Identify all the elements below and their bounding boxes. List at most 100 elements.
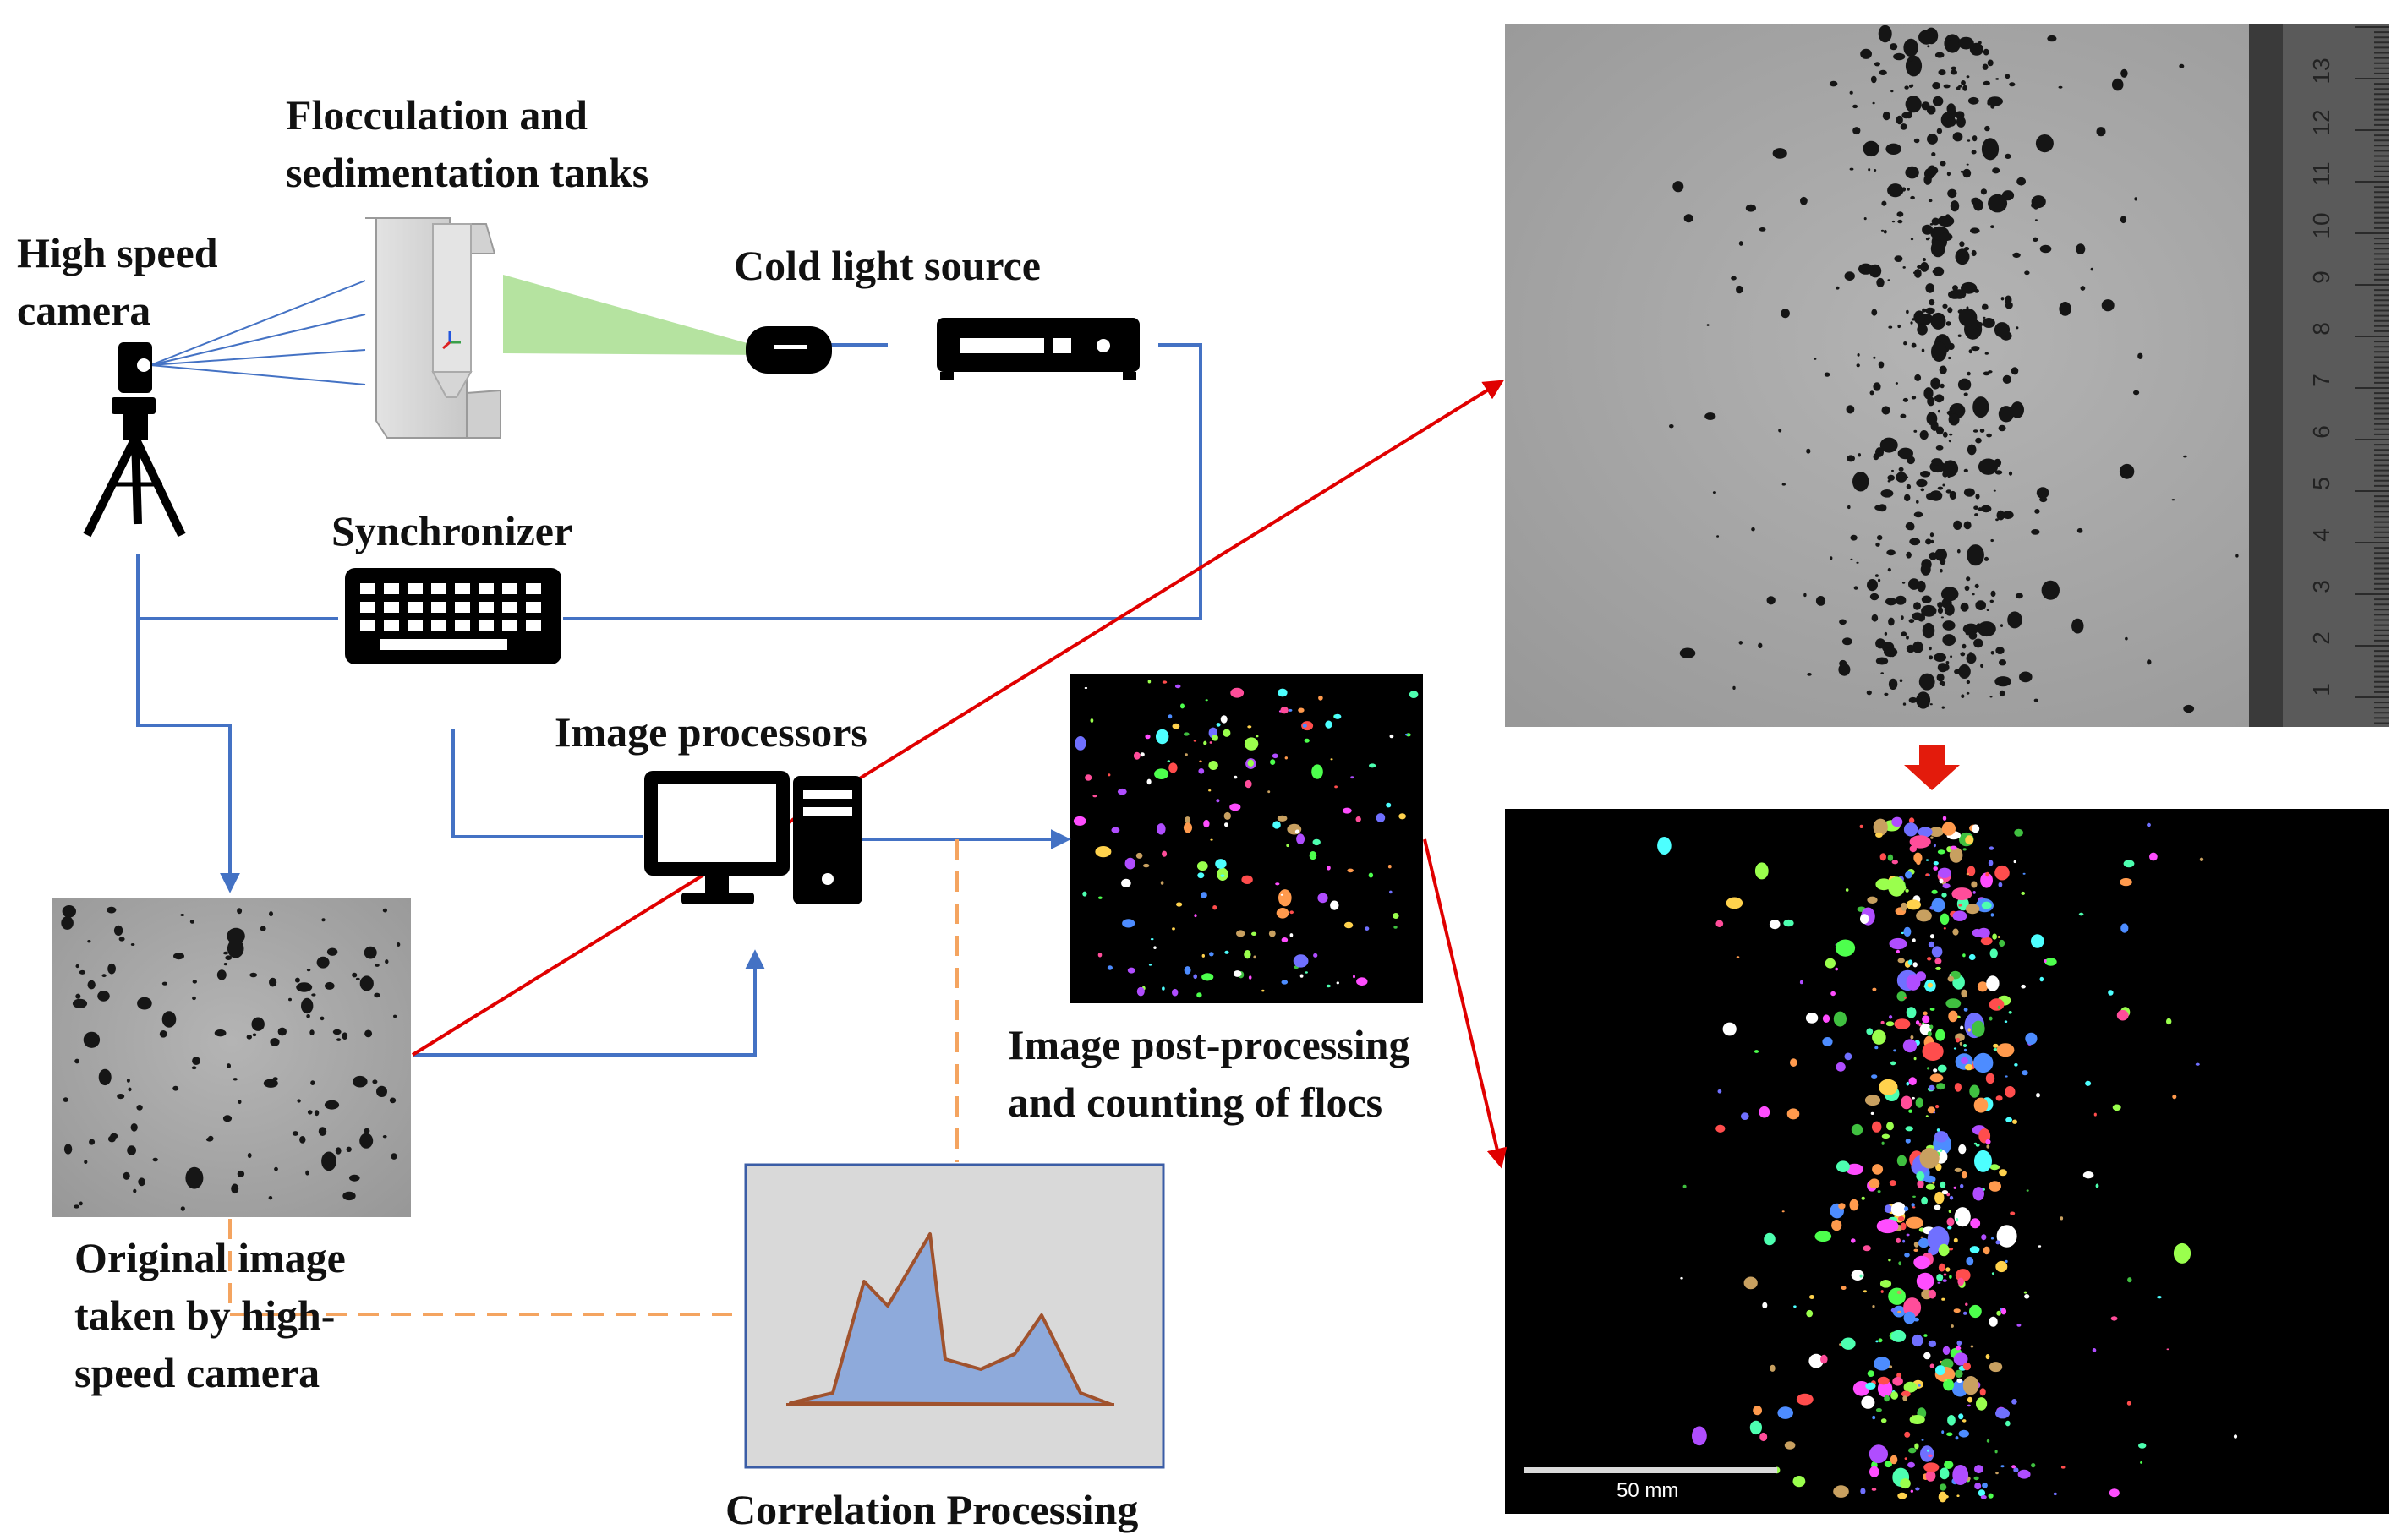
floc-blob bbox=[1998, 882, 2003, 887]
floc-blob bbox=[1751, 527, 1755, 532]
floc-blob bbox=[1996, 510, 2005, 521]
floc-blob bbox=[1841, 637, 1852, 646]
floc-blob bbox=[1989, 1362, 2003, 1373]
floc-blob bbox=[1900, 1222, 1907, 1231]
floc-blob bbox=[1962, 623, 1979, 635]
floc-blob bbox=[1907, 188, 1910, 191]
floc-blob bbox=[1199, 760, 1202, 763]
floc-blob bbox=[1927, 1067, 1930, 1070]
floc-blob bbox=[1967, 1396, 1973, 1403]
floc-blob bbox=[2039, 244, 2052, 254]
floc-blob bbox=[1920, 488, 1925, 492]
floc-blob bbox=[1851, 1123, 1863, 1136]
floc-blob bbox=[1910, 321, 1913, 325]
floc-blob bbox=[1850, 558, 1853, 560]
floc-blob bbox=[1989, 696, 1993, 698]
floc-blob bbox=[1930, 539, 1934, 544]
floc-blob bbox=[1153, 946, 1157, 949]
floc-blob bbox=[1387, 864, 1392, 869]
floc-blob bbox=[1925, 1183, 1935, 1190]
floc-blob bbox=[1790, 1058, 1797, 1067]
floc-blob bbox=[1955, 1369, 1963, 1379]
floc-blob bbox=[1923, 1462, 1940, 1472]
floc-blob bbox=[2058, 85, 2063, 89]
floc-blob bbox=[1095, 846, 1112, 858]
floc-blob bbox=[1903, 1311, 1916, 1324]
floc-blob bbox=[227, 927, 245, 945]
floc-blob bbox=[1912, 938, 1916, 942]
floc-blob bbox=[1908, 1109, 1913, 1113]
floc-blob bbox=[1962, 1362, 1971, 1371]
floc-blob bbox=[1863, 217, 1867, 221]
floc-blob bbox=[152, 1157, 158, 1162]
floc-blob bbox=[1330, 758, 1333, 761]
floc-blob bbox=[1980, 664, 1984, 669]
floc-blob bbox=[1951, 1324, 1954, 1328]
floc-blob bbox=[1872, 1164, 1884, 1175]
floc-blob bbox=[1910, 1489, 1913, 1493]
floc-blob bbox=[1937, 602, 1944, 609]
floc-blob bbox=[1928, 199, 1933, 203]
floc-blob bbox=[1682, 1184, 1687, 1188]
floc-blob bbox=[1981, 138, 2000, 161]
floc-blob bbox=[1971, 346, 1980, 352]
floc-blob bbox=[1201, 892, 1207, 898]
floc-blob bbox=[1953, 520, 1962, 531]
floc-blob bbox=[231, 1183, 239, 1194]
floc-blob bbox=[1954, 1207, 1971, 1227]
floc-blob bbox=[1738, 241, 1743, 246]
floc-blob bbox=[1935, 1163, 1942, 1171]
camera-label: High speed camera bbox=[17, 224, 218, 339]
floc-blob bbox=[1092, 795, 1097, 798]
floc-blob bbox=[1168, 714, 1173, 719]
floc-blob bbox=[1996, 1310, 2001, 1316]
floc-blob bbox=[1251, 931, 1257, 937]
floc-blob bbox=[1896, 1237, 1901, 1243]
floc-blob bbox=[2147, 659, 2152, 665]
floc-blob bbox=[335, 1147, 342, 1155]
floc-blob bbox=[2004, 1020, 2008, 1023]
floc-blob bbox=[1849, 90, 1853, 95]
floc-blob bbox=[1838, 1203, 1846, 1210]
floc-blob bbox=[1845, 888, 1849, 892]
floc-blob bbox=[1996, 1225, 2017, 1248]
floc-blob bbox=[223, 951, 228, 955]
floc-blob bbox=[1799, 980, 1803, 985]
tank-icon bbox=[365, 217, 501, 439]
keyboard-key bbox=[526, 583, 541, 594]
floc-blob bbox=[1085, 774, 1092, 781]
floc-blob bbox=[1350, 776, 1354, 779]
floc-blob bbox=[1902, 266, 1906, 269]
floc-blob bbox=[269, 911, 273, 917]
floc-blob bbox=[1196, 992, 1202, 998]
floc-blob bbox=[1931, 341, 1947, 362]
floc-blob bbox=[349, 1174, 360, 1182]
floc-blob bbox=[1912, 1206, 1916, 1209]
floc-blob bbox=[1971, 150, 1977, 155]
floc-blob bbox=[1884, 1461, 1892, 1468]
floc-blob bbox=[306, 1014, 310, 1018]
floc-blob bbox=[1127, 967, 1135, 974]
floc-blob bbox=[1716, 535, 1720, 538]
floc-blob bbox=[1934, 653, 1947, 662]
floc-blob bbox=[1933, 866, 1938, 871]
floc-blob bbox=[222, 1115, 233, 1122]
floc-blob bbox=[1122, 919, 1135, 928]
floc-blob bbox=[2082, 1171, 2094, 1179]
floc-blob bbox=[355, 977, 360, 980]
floc-blob bbox=[1971, 249, 1977, 257]
floc-blob bbox=[1896, 991, 1907, 1002]
floc-blob bbox=[1993, 1048, 1998, 1051]
floc-blob bbox=[1833, 1011, 1847, 1027]
floc-blob bbox=[1935, 445, 1944, 451]
floc-blob bbox=[1901, 1390, 1911, 1397]
floc-blob bbox=[1919, 429, 1929, 440]
floc-blob bbox=[353, 1075, 368, 1088]
floc-blob bbox=[1946, 1432, 1953, 1437]
floc-blob bbox=[1928, 1454, 1933, 1458]
floc-blob bbox=[1956, 86, 1961, 90]
floc-blob bbox=[1899, 679, 1903, 682]
floc-blob bbox=[214, 1029, 227, 1037]
floc-blob bbox=[1276, 908, 1289, 919]
floc-blob bbox=[2031, 529, 2040, 535]
